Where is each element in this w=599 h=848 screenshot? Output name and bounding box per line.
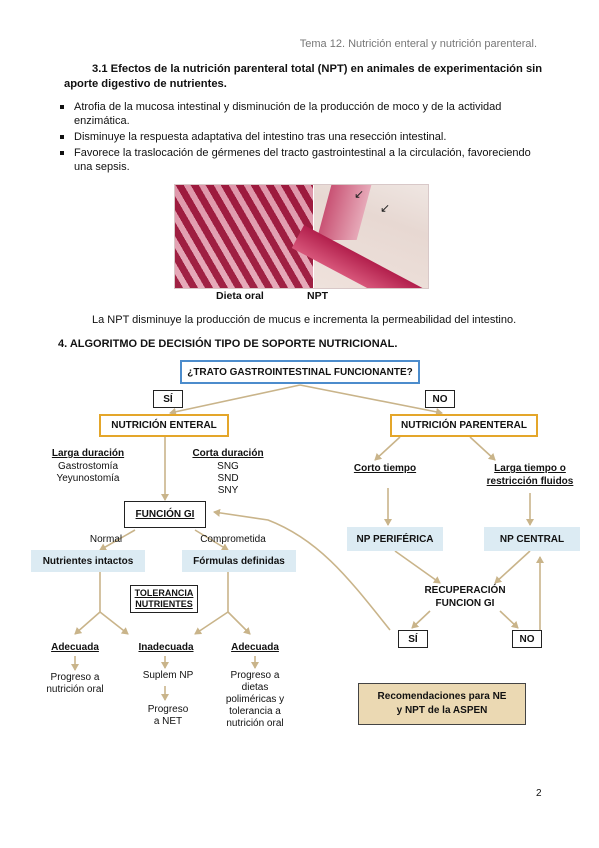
page-header: Tema 12. Nutrición enteral y nutrición p… [299, 38, 537, 50]
long-duration-title: Larga duración [51, 448, 125, 459]
sng-text: SNG [217, 461, 239, 472]
section-4-heading: 4. ALGORITMO DE DECISIÓN TIPO DE SOPORTE… [58, 338, 398, 350]
adequate-left-label: Adecuada [51, 642, 99, 653]
section-3-1-heading: 3.1 Efectos de la nutrición parenteral t… [64, 63, 543, 90]
list-item: Favorece la traslocación de gérmenes del… [60, 146, 540, 174]
progress-oral-line2: nutrición oral [46, 684, 104, 695]
image-caption: La NPT disminuye la producción de mucus … [92, 314, 517, 326]
arrow-icon: ↙ [354, 187, 365, 201]
long-time-line2: restricción fluidos [486, 476, 574, 487]
tolerance-line-1: TOLERANCIA [134, 588, 194, 598]
intact-nutrients-box: Nutrientes intactos [31, 550, 145, 572]
progress-diet-line4: tolerancia a [229, 706, 281, 717]
page-number: 2 [536, 788, 542, 799]
recovery-yes-box: SÍ [398, 630, 428, 648]
jejunostomy-text: Yeyunostomía [56, 473, 120, 484]
aspen-line2: y NPT de la ASPEN [396, 705, 488, 716]
oral-diet-label: Dieta oral [216, 290, 264, 302]
gi-tract-question-box: ¿TRATO GASTROINTESTINAL FUNCIONANTE? [180, 360, 420, 384]
short-time-label: Corto tiempo [353, 463, 417, 474]
inadequate-label: Inadecuada [138, 642, 194, 653]
oral-diet-micrograph [175, 185, 313, 288]
sny-text: SNY [217, 485, 239, 496]
compromised-label: Comprometida [200, 534, 266, 545]
gastrostomy-text: Gastrostomía [57, 461, 119, 472]
progress-oral-line1: Progreso a [50, 672, 100, 683]
progress-diet-line5: nutrición oral [226, 718, 284, 729]
parenteral-nutrition-box: NUTRICIÓN PARENTERAL [390, 414, 538, 437]
recovery-line2: FUNCION GI [435, 598, 495, 609]
list-item: Atrofia de la mucosa intestinal y dismin… [60, 100, 540, 128]
arrow-icon: ↙ [380, 201, 391, 215]
npt-label: NPT [307, 290, 328, 302]
recovery-no-box: NO [512, 630, 542, 648]
progress-diet-line3: poliméricas y [225, 694, 285, 705]
histology-image: ↙ ↙ [174, 184, 429, 289]
recovery-line1: RECUPERACIÓN [424, 585, 506, 596]
aspen-line1: Recomendaciones para NE [377, 691, 507, 702]
yes-box: SÍ [153, 390, 183, 408]
no-box: NO [425, 390, 455, 408]
nutrient-tolerance-box: TOLERANCIA NUTRIENTES [130, 585, 198, 613]
aspen-recommendations-box: Recomendaciones para NE y NPT de la ASPE… [358, 683, 526, 725]
progress-net-line2: a NET [153, 716, 183, 727]
adequate-right-label: Adecuada [231, 642, 279, 653]
np-peripheral-box: NP PERIFÉRICA [347, 527, 443, 551]
normal-label: Normal [89, 534, 123, 545]
progress-diet-line1: Progreso a [230, 670, 280, 681]
effects-list: Atrofia de la mucosa intestinal y dismin… [60, 100, 540, 176]
snd-text: SND [217, 473, 239, 484]
suplem-np-text: Suplem NP [142, 670, 194, 681]
npt-micrograph: ↙ ↙ [291, 185, 428, 288]
progress-diet-line2: dietas [241, 682, 269, 693]
long-time-line1: Larga tiempo o [494, 463, 566, 474]
short-duration-title: Corta duración [192, 448, 264, 459]
gi-function-box: FUNCIÓN GI [124, 501, 206, 528]
enteral-nutrition-box: NUTRICIÓN ENTERAL [99, 414, 229, 437]
progress-net-line1: Progreso [147, 704, 189, 715]
defined-formulas-box: Fórmulas definidas [182, 550, 296, 572]
np-central-box: NP CENTRAL [484, 527, 580, 551]
list-item: Disminuye la respuesta adaptativa del in… [60, 130, 540, 144]
tolerance-line-2: NUTRIENTES [135, 599, 193, 609]
